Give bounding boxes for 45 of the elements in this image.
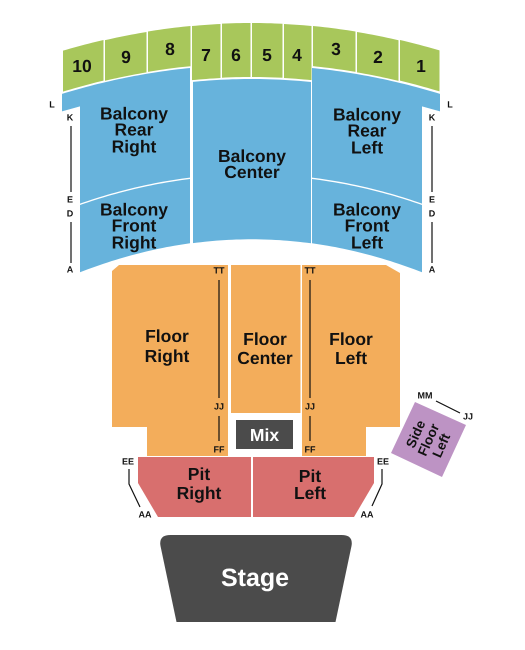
- row-label: JJ: [305, 402, 315, 412]
- row-label: K: [428, 114, 436, 122]
- section-label: Balcony Center: [218, 148, 286, 180]
- section-label: Balcony Front Right: [100, 201, 168, 251]
- row-label: TT: [214, 266, 224, 276]
- row-label: FF: [214, 446, 224, 454]
- row-label: AA: [138, 510, 152, 520]
- section-label: 8: [165, 40, 175, 58]
- section-label: 5: [262, 46, 272, 64]
- row-label: L: [447, 100, 453, 110]
- row-label: EE: [122, 458, 134, 466]
- row-label: D: [428, 210, 436, 218]
- section-label: 6: [231, 46, 241, 64]
- section-label: 4: [292, 46, 302, 64]
- row-label: A: [66, 266, 74, 274]
- row-label: D: [66, 210, 74, 218]
- section-label: 3: [331, 40, 341, 58]
- section-label: Pit Left: [294, 468, 326, 502]
- section-label: Floor Center: [237, 330, 293, 368]
- section-label: Floor Right: [144, 326, 190, 366]
- row-label: L: [49, 100, 55, 110]
- section-label: 9: [121, 48, 131, 66]
- section-label: 7: [201, 46, 211, 64]
- row-label: TT: [304, 266, 316, 276]
- section-label: Pit Right: [176, 465, 222, 503]
- section-label: Floor Left: [329, 330, 373, 368]
- row-label: AA: [360, 510, 374, 520]
- row-label: MM: [418, 392, 432, 400]
- row-label: JJ: [214, 402, 224, 412]
- row-label: JJ: [463, 412, 473, 422]
- section-label: Balcony Rear Left: [332, 106, 402, 156]
- section-label: Balcony Rear Right: [100, 105, 168, 155]
- row-label: K: [66, 114, 74, 122]
- row-label: FF: [304, 446, 316, 454]
- section-label: 10: [72, 56, 92, 75]
- row-label: EE: [377, 458, 389, 466]
- row-label: E: [67, 196, 73, 204]
- mix-label: Mix: [250, 426, 280, 444]
- section-label: 2: [373, 48, 383, 66]
- section-label: Side Floor Left: [402, 417, 454, 462]
- row-label: E: [429, 196, 435, 204]
- stage-label: Stage: [220, 564, 290, 592]
- section-label: 1: [416, 56, 426, 75]
- section-label: Balcony Front Left: [332, 201, 402, 251]
- row-label: A: [428, 266, 436, 274]
